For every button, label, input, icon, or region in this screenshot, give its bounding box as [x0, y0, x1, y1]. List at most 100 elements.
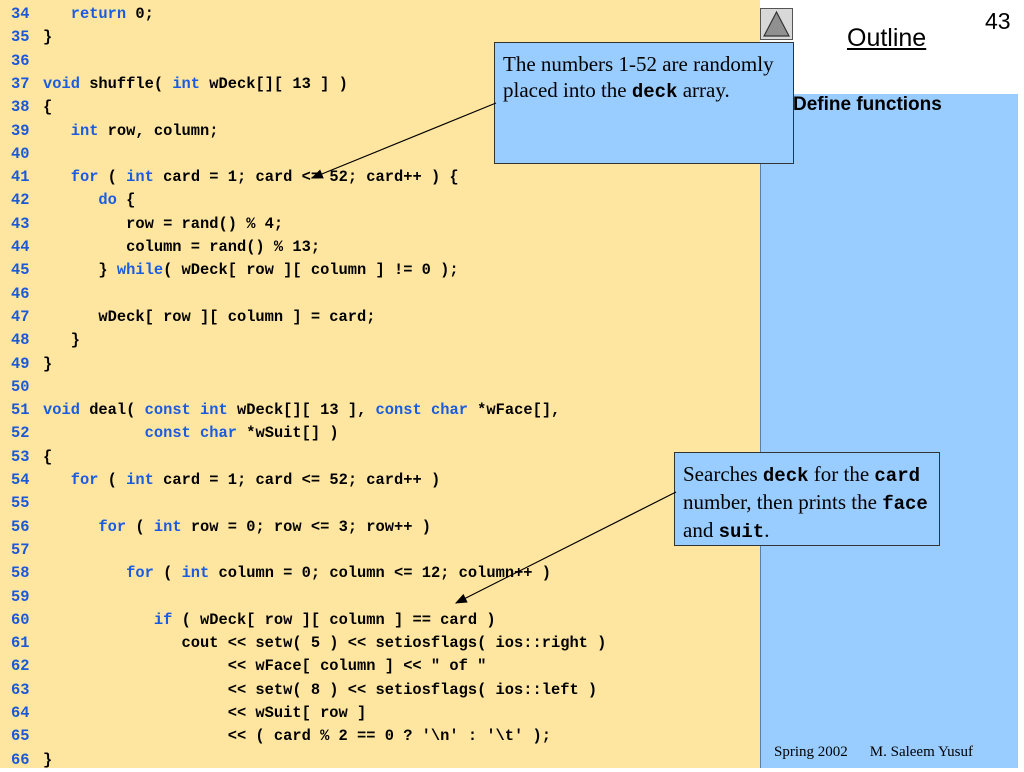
code-line: 55	[0, 492, 43, 515]
line-number: 56	[11, 517, 30, 536]
line-number: 42	[11, 191, 30, 210]
callout-code-term: deck	[631, 81, 678, 103]
triangle-up-icon	[763, 10, 790, 37]
line-number: 64	[11, 704, 30, 722]
code-text: (	[98, 471, 127, 489]
code-text: (	[126, 517, 154, 536]
code-text: column = 0; column <= 12; column++ )	[209, 564, 552, 583]
line-number: 34	[11, 5, 30, 23]
code-line: 43 row = rand() % 4;	[0, 213, 283, 236]
line-number: 38	[11, 98, 30, 117]
code-text: }	[43, 354, 53, 373]
code-line: 41 for ( int card = 1; card <= 52; card+…	[0, 166, 459, 189]
code-keyword: char	[430, 401, 468, 420]
code-line: 34 return 0;	[0, 3, 154, 26]
line-number: 53	[11, 447, 30, 466]
line-number: 44	[11, 238, 30, 256]
line-number: 47	[11, 307, 30, 326]
code-line: 66}	[0, 749, 52, 772]
callout-text: array.	[677, 78, 730, 102]
line-number: 66	[11, 750, 30, 769]
code-line: 44 column = rand() % 13;	[0, 236, 320, 259]
code-keyword: while	[116, 261, 164, 280]
code-line: 50	[0, 376, 43, 399]
code-text: card = 1; card <= 52; card++ )	[153, 471, 441, 489]
code-line: 53 {	[0, 446, 52, 469]
code-text: {	[43, 447, 53, 466]
code-text: (	[98, 168, 127, 187]
callout-text: for the	[808, 462, 875, 486]
code-line: 47 wDeck[ row ][ column ] = card;	[0, 306, 376, 329]
code-keyword: void	[43, 74, 80, 93]
code-text	[43, 5, 71, 23]
code-text: }	[43, 750, 53, 769]
code-line: 64 << wSuit[ row ]	[0, 702, 366, 725]
code-text: ( wDeck[ row ][ column ] == card )	[172, 610, 496, 629]
line-number: 45	[11, 261, 30, 280]
callout-code-term: deck	[762, 465, 809, 487]
code-text: wDeck[][ 13 ] )	[200, 74, 348, 93]
prev-slide-button[interactable]	[760, 8, 793, 40]
line-number: 61	[11, 634, 30, 653]
code-text	[43, 424, 145, 442]
footer-author: M. Saleem Yusuf	[869, 744, 973, 760]
code-keyword: for	[98, 517, 127, 536]
code-text: *wSuit[] )	[237, 424, 339, 443]
code-line: 48 }	[0, 329, 80, 352]
code-text: << wSuit[ row ]	[43, 704, 367, 722]
code-line: 58 for ( int column = 0; column <= 12; c…	[0, 562, 551, 585]
line-number: 63	[11, 680, 30, 699]
code-line: 49}	[0, 353, 52, 376]
code-keyword: if	[153, 610, 173, 629]
code-text: wDeck[][ 13 ],	[227, 401, 376, 420]
code-keyword: const	[375, 401, 422, 420]
code-text: row = rand() % 4;	[43, 214, 284, 233]
code-line: 59	[0, 586, 43, 609]
line-number: 48	[11, 331, 30, 350]
code-line: 38 {	[0, 96, 52, 119]
code-text: ( wDeck[ row ][ column ] != 0 );	[163, 261, 459, 280]
code-keyword: int	[172, 74, 201, 93]
code-text: << wFace[ column ] << " of "	[43, 657, 487, 676]
code-line: 65 << ( card % 2 == 0 ? '\n' : '\t' );	[0, 725, 551, 748]
code-keyword: for	[70, 471, 99, 489]
section-label: Define functions	[793, 94, 942, 115]
code-line: 54 for ( int card = 1; card <= 52; card+…	[0, 469, 440, 492]
code-text: }	[43, 261, 117, 280]
outline-title[interactable]: Outline	[847, 24, 927, 52]
code-text: {	[116, 191, 136, 210]
line-number: 37	[11, 74, 30, 93]
code-keyword: int	[70, 121, 99, 140]
code-keyword: const	[144, 424, 191, 443]
line-number: 57	[11, 540, 30, 559]
code-line: 63 << setw( 8 ) << setiosflags( ios::lef…	[0, 679, 597, 702]
code-keyword: do	[98, 191, 117, 210]
code-line: 52 const char *wSuit[] )	[0, 422, 339, 445]
line-number: 46	[11, 284, 30, 303]
code-text: {	[43, 98, 53, 117]
code-text	[43, 122, 71, 140]
code-text	[43, 564, 126, 582]
code-text: (	[153, 564, 182, 583]
code-text	[422, 401, 431, 419]
code-keyword: int	[126, 168, 154, 187]
callout-text: The numbers 1-52 are randomly placed int…	[503, 52, 774, 102]
line-number: 58	[11, 564, 30, 583]
line-number: 55	[11, 494, 30, 513]
code-keyword: int	[153, 517, 182, 536]
code-text: }	[43, 28, 53, 47]
footer-term: Spring 2002	[774, 744, 848, 760]
line-number: 40	[11, 144, 30, 163]
code-line: 42 do {	[0, 189, 135, 212]
line-number: 41	[11, 168, 30, 187]
line-number: 62	[11, 657, 30, 676]
code-line: 56 for ( int row = 0; row <= 3; row++ )	[0, 516, 431, 539]
line-number: 54	[11, 471, 30, 489]
code-text: }	[43, 331, 80, 350]
line-number: 49	[11, 354, 30, 373]
code-text	[43, 471, 71, 489]
line-number: 39	[11, 121, 30, 140]
callout-text: Searches	[683, 462, 763, 486]
code-text: *wFace[],	[467, 401, 561, 420]
